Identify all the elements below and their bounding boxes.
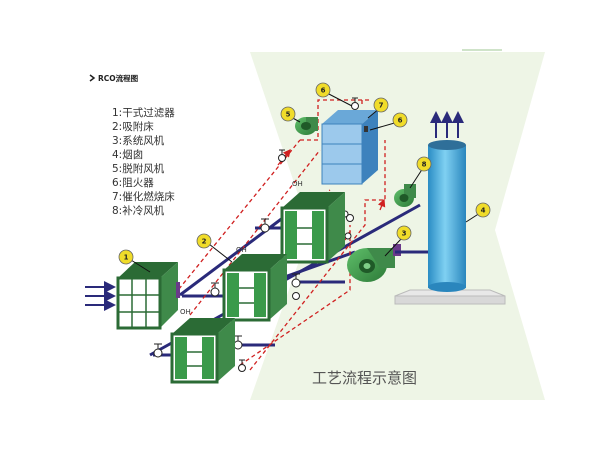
valve-icon — [210, 282, 220, 297]
oh-label: OH — [180, 308, 191, 316]
callout-marker: 2 — [196, 233, 212, 249]
svg-text:7: 7 — [379, 102, 384, 110]
inlet-arrows — [85, 281, 116, 311]
legend-item: 7:催化燃烧床 — [112, 190, 175, 203]
valves — [153, 97, 359, 372]
legend-item: 2:吸附床 — [112, 120, 154, 133]
callout-marker: 7 — [373, 97, 389, 113]
valve-icon — [278, 149, 286, 162]
svg-text:8: 8 — [422, 161, 427, 169]
diagram-header-title: RCO流程图 — [98, 73, 139, 83]
legend-item: 8:补冷风机 — [112, 204, 165, 217]
legend-item: 1:干式过滤器 — [112, 106, 175, 119]
valve-icon — [260, 218, 270, 233]
red-flow-arrow — [377, 198, 386, 211]
adsorption-bed — [222, 254, 287, 322]
legend-item: 5:脱附风机 — [112, 162, 165, 175]
callout-marker: 3 — [396, 225, 412, 241]
callout-marker: 6 — [392, 112, 408, 128]
svg-text:6: 6 — [398, 117, 403, 125]
adsorption-bed — [280, 192, 345, 264]
chimney — [394, 111, 506, 305]
callout-marker: 6 — [315, 82, 331, 98]
dry-filter-unit — [116, 262, 180, 330]
oh-label: OH — [236, 246, 247, 254]
desorption-fan — [295, 117, 318, 135]
legend-item: 6:阻火器 — [112, 177, 154, 189]
callout-marker: 5 — [280, 106, 296, 122]
oh-label: OH — [292, 180, 303, 188]
svg-text:5: 5 — [286, 111, 291, 119]
diagram-caption: 工艺流程示意图 — [312, 369, 417, 387]
callout-marker: 1 — [118, 249, 134, 265]
valve-icon — [346, 214, 354, 222]
callout-leaders — [130, 91, 481, 273]
brand-mark — [462, 49, 502, 51]
valve-icon — [344, 232, 352, 240]
callout-markers: 1 2 3 4 5 6 6 7 8 — [118, 82, 491, 265]
system-fan — [347, 244, 428, 282]
valve-icon — [291, 273, 301, 288]
svg-text:3: 3 — [402, 230, 407, 238]
cooling-fan — [394, 184, 416, 207]
valve-icon — [153, 343, 163, 358]
legend-item: 4:烟囱 — [112, 148, 143, 161]
valve-icon — [292, 292, 300, 300]
svg-text:2: 2 — [202, 238, 207, 246]
adsorption-bed — [170, 318, 235, 384]
valve-icon — [238, 359, 246, 372]
diagram-header: RCO流程图 — [89, 73, 139, 83]
valve-icon — [233, 335, 243, 350]
callout-marker: 8 — [416, 156, 432, 172]
callout-marker: 4 — [475, 202, 491, 218]
catalytic-combustion-bed — [321, 110, 378, 185]
svg-text:1: 1 — [124, 254, 129, 262]
svg-text:4: 4 — [481, 207, 486, 215]
chevron-right-icon — [89, 74, 96, 82]
legend-item: 3:系统风机 — [112, 134, 165, 147]
legend: 1:干式过滤器 2:吸附床 3:系统风机 4:烟囱 5:脱附风机 6:阻火器 7… — [112, 106, 175, 217]
svg-text:6: 6 — [321, 87, 326, 95]
